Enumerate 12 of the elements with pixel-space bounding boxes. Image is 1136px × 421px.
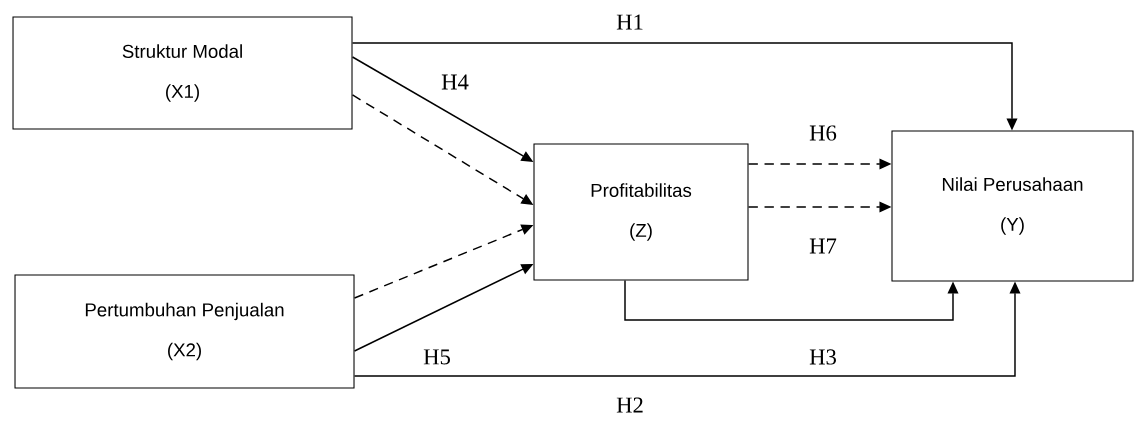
edge-label: H3 — [807, 348, 839, 366]
edge-label: H1 — [614, 13, 646, 31]
variable-box: Struktur Modal (X1) — [12, 16, 353, 130]
arrow — [624, 279, 959, 321]
edge-label: H2 — [614, 396, 646, 414]
variable-box: Pertumbuhan Penjualan (X2) — [14, 274, 355, 389]
edge-label: H4 — [439, 73, 471, 91]
edge-label: H6 — [807, 124, 839, 142]
variable-box: Nilai Perusahaan (Y) — [891, 130, 1134, 282]
edge-label: H7 — [807, 237, 839, 255]
variable-box: Profitabilitas (Z) — [533, 143, 749, 281]
edge-label: H5 — [421, 348, 453, 366]
